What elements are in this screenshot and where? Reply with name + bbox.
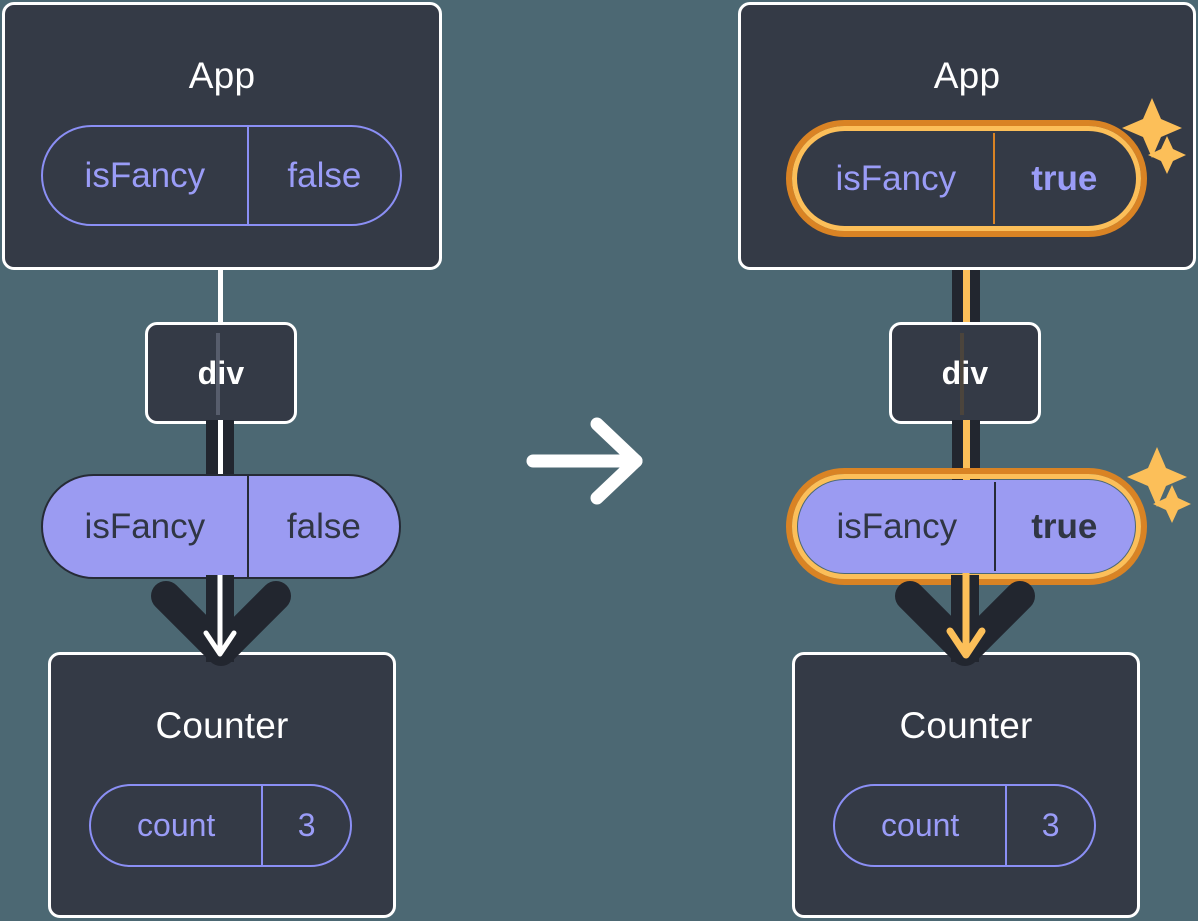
prop-pill-value-after: true xyxy=(993,482,1133,571)
arrow-prop-to-counter-after xyxy=(895,573,1035,666)
prop-pill-key-before: isFancy xyxy=(84,506,206,546)
arrow-right-icon xyxy=(526,417,643,505)
app-state-pill-after: isFancy true xyxy=(797,131,1136,226)
div-title-before: div xyxy=(197,355,245,391)
app-title-after: App xyxy=(933,55,1001,96)
counter-state-pill-key-after: count xyxy=(881,807,960,843)
sparkle-large-icon xyxy=(1127,447,1187,507)
prop-pill-before: isFancy false xyxy=(41,474,401,579)
app-state-pill-key-before: isFancy xyxy=(84,155,206,195)
counter-state-pill-key-before: count xyxy=(137,807,216,843)
counter-state-pill-before: count 3 xyxy=(89,784,352,867)
wire-inside-div-after xyxy=(960,333,964,415)
counter-title-after: Counter xyxy=(899,705,1033,746)
prop-pill-key-after: isFancy xyxy=(836,506,958,546)
wire-div-to-prop-orange-after xyxy=(963,420,970,482)
wire-app-to-div-orange-after xyxy=(963,212,970,330)
app-panel-after: App xyxy=(738,2,1196,270)
app-state-pill-before: isFancy false xyxy=(41,125,402,226)
counter-state-pill-value-before: 3 xyxy=(261,786,350,865)
prop-pill-value-before: false xyxy=(246,476,399,577)
wire-inside-div-before xyxy=(216,333,220,415)
arrow-prop-to-counter-before xyxy=(151,575,291,666)
app-state-pill-value-before: false xyxy=(246,127,400,224)
app-state-pill-value-after: true xyxy=(992,133,1134,224)
app-title-before: App xyxy=(188,55,256,96)
div-panel-after: div xyxy=(889,322,1041,424)
counter-state-pill-value-after: 3 xyxy=(1005,786,1094,865)
counter-title-before: Counter xyxy=(155,705,289,746)
sparkle-small-icon xyxy=(1153,485,1191,523)
div-panel-before: div xyxy=(145,322,297,424)
wire-div-to-prop-white-before xyxy=(218,420,223,482)
div-title-after: div xyxy=(941,355,989,391)
app-state-pill-key-after: isFancy xyxy=(835,158,957,198)
counter-state-pill-after: count 3 xyxy=(833,784,1096,867)
prop-pill-after: isFancy true xyxy=(798,480,1135,573)
wire-app-to-div-before xyxy=(218,258,223,328)
